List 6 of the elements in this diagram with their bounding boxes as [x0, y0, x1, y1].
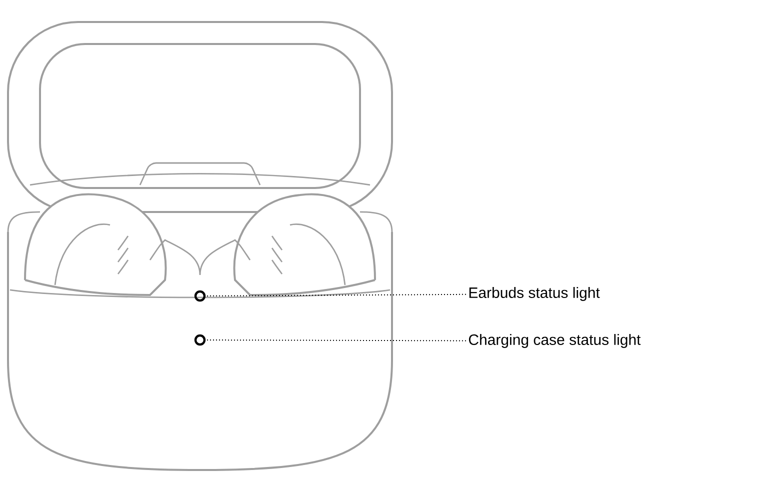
- leader-line: [205, 294, 466, 296]
- callout-label: Earbuds status light: [469, 287, 600, 301]
- status-light: [194, 334, 206, 346]
- callout-label: Charging case status light: [468, 334, 641, 348]
- leader-line: [205, 340, 466, 342]
- status-light: [194, 290, 206, 302]
